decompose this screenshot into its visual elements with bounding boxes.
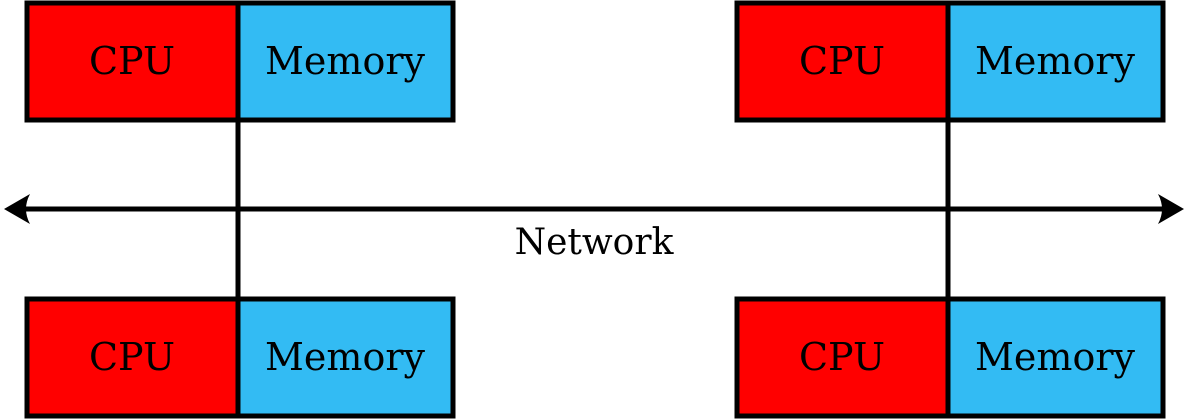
cpu-label: CPU [89, 335, 175, 379]
cpu-label: CPU [89, 39, 175, 83]
memory-box [235, 296, 456, 419]
memory-box [945, 296, 1166, 419]
cpu-box [734, 0, 951, 123]
cpu-label: CPU [799, 335, 885, 379]
network-arrow-right-icon [1158, 194, 1184, 224]
memory-label: Memory [265, 39, 425, 83]
cpu-box [734, 296, 951, 419]
network-arrow-left-icon [4, 194, 30, 224]
network-label: Network [515, 222, 675, 263]
memory-box [945, 0, 1166, 123]
cpu-label: CPU [799, 39, 885, 83]
node-bottom-left: CPU Memory [24, 296, 456, 419]
cpu-box [24, 296, 241, 419]
node-top-left: CPU Memory [24, 0, 456, 123]
memory-box [235, 0, 456, 123]
node-top-right: CPU Memory [734, 0, 1166, 123]
memory-label: Memory [265, 335, 425, 379]
memory-label: Memory [975, 39, 1135, 83]
memory-label: Memory [975, 335, 1135, 379]
node-bottom-right: CPU Memory [734, 296, 1166, 419]
